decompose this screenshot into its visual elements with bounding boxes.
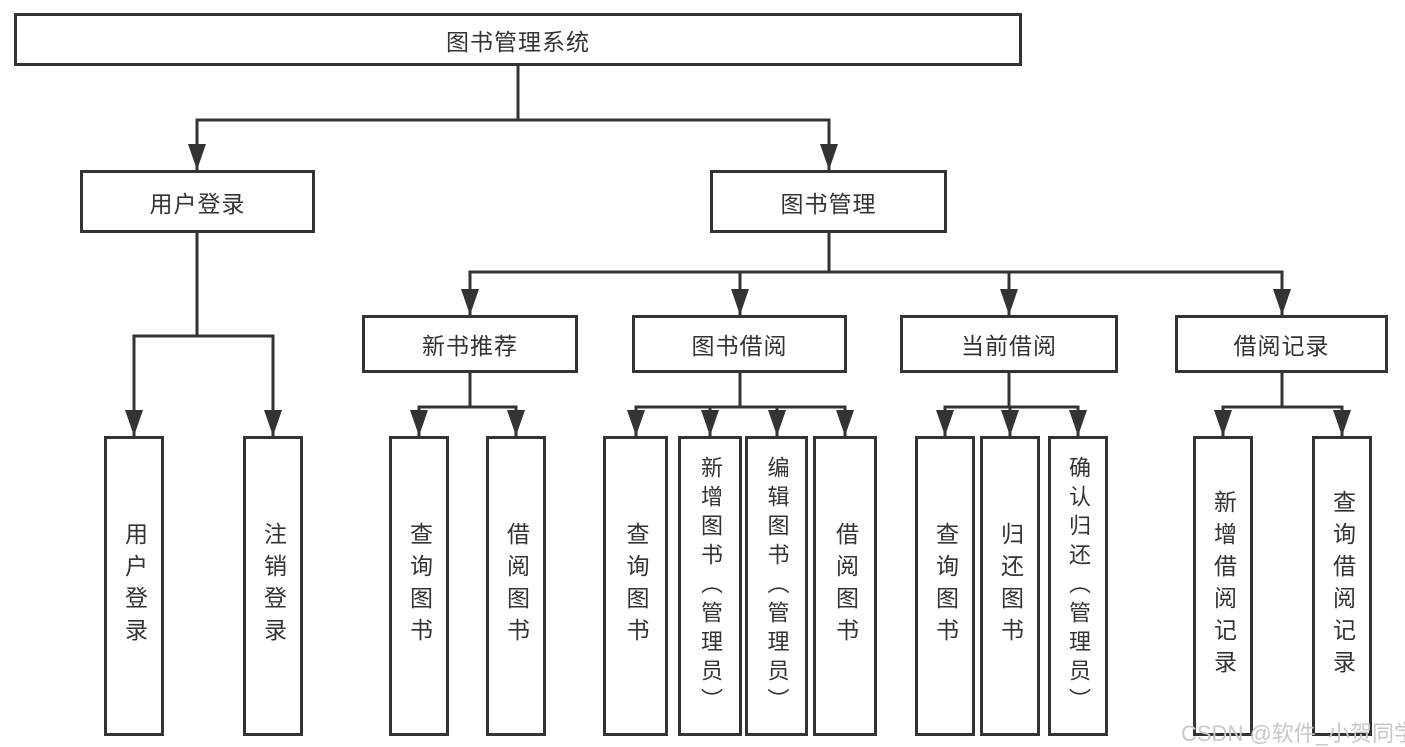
leaf-label: 查询图书 [406,522,433,650]
node-label: 借阅记录 [1233,333,1330,359]
leaf-return-book: 归还图书 [980,436,1040,736]
node-new-book-recommend: 新书推荐 [362,315,578,373]
node-book-borrow: 图书借阅 [632,315,847,373]
leaf-add-borrow-record: 新增借阅记录 [1193,436,1253,736]
node-library-management-system: 图书管理系统 [14,13,1022,66]
leaf-label: 新增借阅记录 [1210,490,1237,682]
leaf-label: 编辑图书（管理员） [764,455,790,717]
node-label: 新书推荐 [422,333,518,359]
leaf-label: 查询借阅记录 [1329,490,1356,682]
node-label: 当前借阅 [961,333,1057,359]
leaf-user-login: 用户登录 [104,436,164,736]
leaf-label: 注销登录 [260,522,287,650]
leaf-label: 借阅图书 [832,522,859,650]
leaf-query-book-recommend: 查询图书 [389,436,449,736]
leaf-borrow-book-recommend: 借阅图书 [486,436,546,736]
csdn-watermark: CSDN @软件_小贺同学 [1181,721,1405,746]
leaf-borrow-book: 借阅图书 [813,436,877,736]
leaf-label: 借阅图书 [503,522,530,650]
node-current-borrow: 当前借阅 [900,315,1118,373]
leaf-edit-book-admin: 编辑图书（管理员） [745,436,808,736]
node-label: 图书借阅 [691,333,788,359]
leaf-label: 归还图书 [997,522,1024,650]
leaf-query-borrow-record: 查询借阅记录 [1312,436,1372,736]
leaf-confirm-return-admin: 确认归还（管理员） [1048,436,1108,736]
node-label: 图书管理 [780,190,877,217]
leaf-label: 查询图书 [623,522,649,650]
node-label: 图书管理系统 [446,28,590,55]
node-book-management: 图书管理 [710,170,947,233]
leaf-label: 确认归还（管理员） [1066,455,1091,717]
node-borrow-records: 借阅记录 [1175,315,1388,373]
node-label: 用户登录 [149,190,246,217]
leaf-add-book-admin: 新增图书（管理员） [678,436,742,736]
leaf-label: 新增图书（管理员） [698,455,723,717]
node-user-login: 用户登录 [80,170,315,233]
leaf-logout: 注销登录 [243,436,303,736]
leaf-label: 用户登录 [121,522,148,650]
leaf-query-book-current: 查询图书 [915,436,975,736]
leaf-query-book-borrow: 查询图书 [603,436,668,736]
leaf-label: 查询图书 [932,522,959,650]
